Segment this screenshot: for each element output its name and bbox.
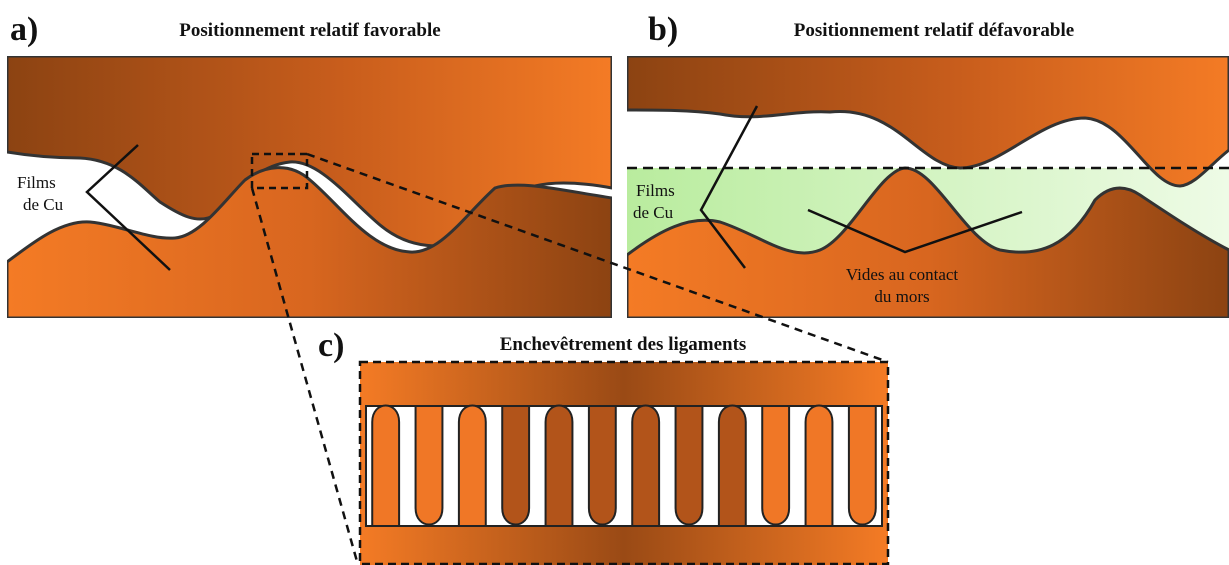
panel-b-top-plate: [627, 56, 1229, 188]
panel-a: a) Positionnement relatif favorable Film…: [7, 11, 612, 318]
panel-a-bottom-plate: [7, 166, 612, 318]
panel-c-ligaments: [365, 404, 883, 527]
panel-a-letter: a): [10, 11, 38, 48]
panel-a-films-label-line1: Films: [17, 173, 56, 192]
ligament: [501, 405, 531, 526]
zoom-line-right: [306, 152, 889, 364]
panel-a-films-label-line2: de Cu: [23, 195, 64, 214]
panel-b-voids-leader: [807, 208, 1023, 254]
panel-b-letter: b): [648, 11, 678, 48]
ligament: [414, 405, 444, 526]
panel-c-letter: c): [318, 327, 344, 364]
panel-c-title: Enchevêtrement des ligaments: [500, 334, 747, 355]
panel-b: b) Positionnement relatif défavorable Fi…: [627, 11, 1229, 318]
ligament: [761, 405, 791, 526]
panel-a-films-leader: [85, 144, 171, 271]
panel-b-title: Positionnement relatif défavorable: [794, 20, 1074, 41]
ligament: [631, 404, 661, 527]
panel-b-voids-label-line2: du mors: [874, 287, 929, 306]
panel-c-frame: [358, 360, 890, 565]
ligament: [371, 404, 401, 527]
ligament: [544, 404, 574, 527]
panel-b-films-leader: [699, 105, 759, 269]
ligament: [674, 405, 704, 526]
panel-b-films-label-line2: de Cu: [633, 203, 674, 222]
panel-b-voids-label-line1: Vides au contact: [846, 265, 959, 284]
ligament: [457, 404, 487, 527]
ligament: [717, 404, 747, 527]
panel-a-zoom-box: [250, 152, 309, 190]
panel-a-title: Positionnement relatif favorable: [179, 20, 440, 41]
zoom-line-left: [250, 187, 360, 565]
panel-c: c) Enchevêtrement des ligaments: [318, 327, 890, 565]
ligament-gap: [365, 405, 883, 527]
ligament: [847, 405, 877, 526]
ligament: [587, 405, 617, 526]
ligament: [804, 404, 834, 527]
panel-b-films-label-line1: Films: [636, 181, 675, 200]
